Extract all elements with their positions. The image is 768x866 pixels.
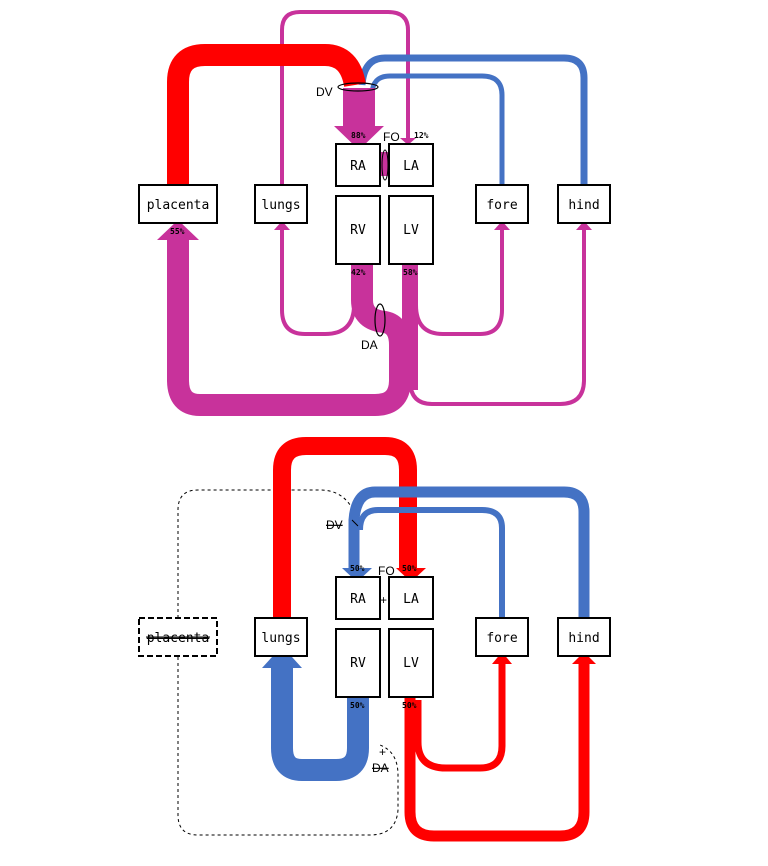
adult-hind-to-ra-flow xyxy=(348,486,590,618)
adult-ra-arrowhead xyxy=(342,568,372,582)
fetal-lv-to-hind-flow xyxy=(408,230,586,406)
fetal-placenta-to-dv-flow xyxy=(167,44,366,185)
fetal-ra-in-percent: 88% xyxy=(351,131,366,140)
adult-fore-arrowhead xyxy=(492,652,512,664)
adult-diagram: + + placenta lungs RA LA RV LV xyxy=(138,437,611,842)
fetal-lungs-arrowhead xyxy=(274,221,290,230)
fetal-lungs-box: lungs xyxy=(254,184,308,224)
fetal-hind-to-ra-flow xyxy=(358,54,588,185)
fetal-la-in-percent: 12% xyxy=(414,131,429,140)
adult-ra-label: RA xyxy=(350,592,366,607)
fetal-rv-label: RV xyxy=(350,223,366,238)
adult-ra-box: RA xyxy=(335,576,381,620)
adult-lv-to-fore-flow xyxy=(414,663,506,772)
adult-la-label: LA xyxy=(403,592,419,607)
fetal-rv-to-placenta-flow xyxy=(167,238,411,416)
fetal-rv-out-percent: 42% xyxy=(351,268,366,277)
fetal-dv-valve xyxy=(337,82,379,92)
adult-placenta-remnant-path xyxy=(177,489,358,618)
fetal-lungs-to-la-flow xyxy=(280,10,410,185)
adult-placenta-label: placenta xyxy=(147,631,210,646)
adult-ra-in-percent: 50% xyxy=(350,564,365,573)
adult-fore-label: fore xyxy=(486,631,517,646)
adult-la-arrowhead xyxy=(396,568,426,582)
fetal-lv-box: LV xyxy=(388,195,434,265)
fetal-placenta-arrowhead xyxy=(157,220,199,240)
adult-fore-box: fore xyxy=(475,617,529,657)
fetal-lungs-label: lungs xyxy=(261,198,300,213)
adult-la-box: LA xyxy=(388,576,434,620)
fetal-ra-arrowhead xyxy=(334,126,384,150)
fetal-dv-label: DV xyxy=(316,85,333,99)
adult-fore-to-ra-flow xyxy=(357,507,505,618)
fetal-la-box: LA xyxy=(388,143,434,187)
fetal-placenta-in-percent: 55% xyxy=(170,227,185,236)
adult-lungs-to-la-flow xyxy=(273,437,417,618)
fetal-da-label: DA xyxy=(361,338,378,352)
fetal-hind-label: hind xyxy=(568,198,599,213)
fetal-la-label: LA xyxy=(403,159,419,174)
fetal-placenta-box: placenta xyxy=(138,184,218,224)
fetal-rv-to-lungs-flow xyxy=(280,230,356,336)
adult-lungs-label: lungs xyxy=(261,631,300,646)
adult-placenta-box: placenta xyxy=(138,617,218,657)
fetal-da-valve xyxy=(374,303,386,337)
fetal-ra-box: RA xyxy=(335,143,381,187)
adult-rv-box: RV xyxy=(335,628,381,698)
adult-rv-to-lungs-flow xyxy=(271,668,369,781)
fetal-hind-box: hind xyxy=(557,184,611,224)
fetal-ra-label: RA xyxy=(350,159,366,174)
adult-hind-label: hind xyxy=(568,631,599,646)
fetal-lv-to-fore-flow xyxy=(414,230,504,336)
adult-dv-label: DV xyxy=(326,518,343,532)
adult-placenta-remnant-return xyxy=(177,657,399,836)
adult-fo-label: FO xyxy=(378,564,395,578)
fetal-lv-label: LV xyxy=(403,223,419,238)
fetal-diagram: placenta lungs RA LA RV LV fore hind xyxy=(138,10,611,416)
adult-lv-box: LV xyxy=(388,628,434,698)
adult-lungs-box: lungs xyxy=(254,617,308,657)
fetal-fore-label: fore xyxy=(486,198,517,213)
fetal-rv-box: RV xyxy=(335,195,381,265)
adult-dv-remnant-mark xyxy=(351,519,359,527)
fetal-placenta-label: placenta xyxy=(147,198,210,213)
fetal-la-arrowhead xyxy=(400,138,416,145)
adult-hind-arrowhead xyxy=(572,652,596,664)
fetal-fo-label: FO xyxy=(383,130,400,144)
fetal-fore-arrowhead xyxy=(494,221,510,230)
fetal-hind-arrowhead xyxy=(576,221,592,230)
adult-da-label: DA xyxy=(372,761,389,775)
fetal-fo-shunt xyxy=(380,152,390,176)
fetal-fore-box: fore xyxy=(475,184,529,224)
adult-lv-to-hind-flow xyxy=(404,663,590,842)
adult-fo-closed-mark: + xyxy=(380,593,387,607)
adult-da-closed-mark: + xyxy=(379,745,386,759)
fetal-lv-out-percent: 58% xyxy=(403,268,418,277)
adult-rv-out-percent: 50% xyxy=(350,701,365,710)
adult-lv-out-percent: 50% xyxy=(402,701,417,710)
adult-hind-box: hind xyxy=(557,617,611,657)
adult-la-in-percent: 50% xyxy=(402,564,417,573)
fetal-dv-to-ra-flow xyxy=(343,88,375,126)
adult-rv-label: RV xyxy=(350,656,366,671)
adult-lv-label: LV xyxy=(403,656,419,671)
